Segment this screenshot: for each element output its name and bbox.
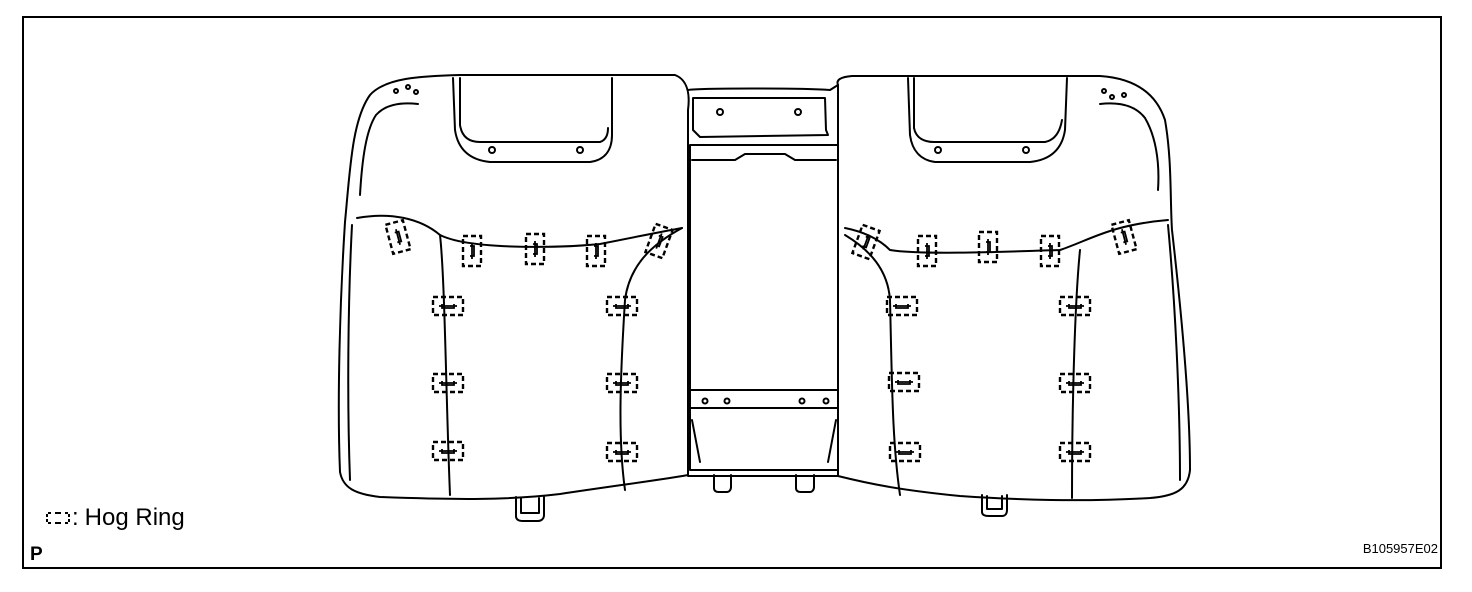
- hog-ring-1: [383, 218, 413, 256]
- left-headrest-recess: [452, 77, 613, 163]
- hog-ring-20: [1058, 372, 1092, 394]
- hog-ring-11: [605, 441, 639, 463]
- right-headrest-recess: [907, 77, 1068, 163]
- hog-ring-7: [605, 295, 639, 317]
- hog-ring-12: [850, 223, 882, 261]
- corner-label: P: [30, 544, 43, 565]
- hog-ring-17: [885, 295, 919, 317]
- hog-ring-5: [643, 222, 675, 260]
- diagram-frame: [22, 16, 1442, 569]
- hog-ring-19: [887, 371, 921, 393]
- center-armrest-panel: [689, 144, 839, 471]
- hog-ring-16: [1109, 218, 1139, 256]
- center-hook-left: [713, 474, 732, 493]
- left-hook: [515, 496, 545, 522]
- hog-ring-3: [524, 232, 546, 266]
- figure-code: B105957E02: [1362, 541, 1438, 556]
- hog-ring-18: [1058, 295, 1092, 317]
- left-seatback-outline: [337, 74, 690, 500]
- hog-ring-8: [431, 372, 465, 394]
- hog-ring-group: [383, 218, 1139, 463]
- hog-ring-4: [585, 234, 607, 268]
- right-hook: [981, 494, 1008, 517]
- right-upper-seam: [844, 219, 1169, 254]
- hog-ring-14: [977, 230, 999, 264]
- legend-label: Hog Ring: [84, 504, 185, 531]
- hog-ring-15: [1039, 234, 1061, 268]
- hog-ring-13: [916, 234, 938, 268]
- hog-ring-2: [461, 234, 483, 268]
- center-armrest-frame: [687, 84, 839, 477]
- center-hook-right: [795, 474, 815, 493]
- hog-ring-10: [431, 440, 465, 462]
- legend: : Hog Ring: [46, 503, 185, 533]
- hog-ring-21: [888, 441, 922, 463]
- hog-ring-9: [605, 372, 639, 394]
- hog-ring-22: [1058, 441, 1092, 463]
- left-upper-seam: [356, 214, 683, 248]
- legend-separator: :: [72, 504, 79, 531]
- right-seatback-outline: [836, 75, 1191, 502]
- hog-ring-6: [431, 295, 465, 317]
- hog-ring-icon: [46, 504, 70, 532]
